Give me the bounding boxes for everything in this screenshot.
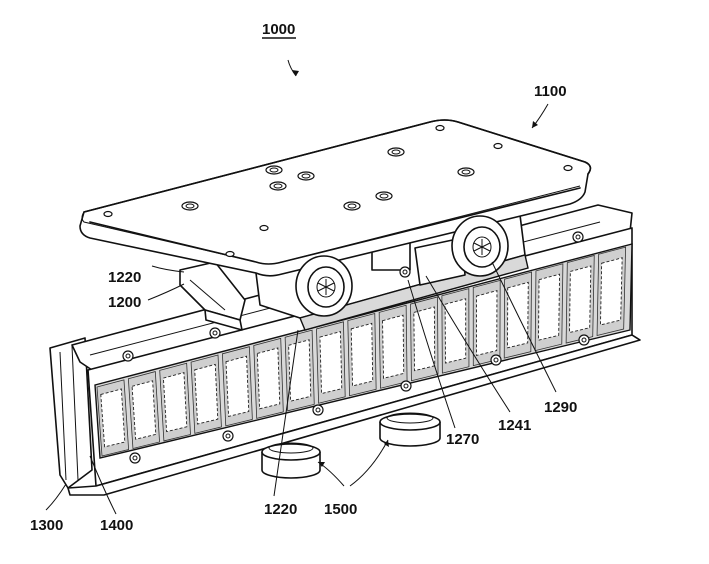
plate-hole (181, 201, 199, 211)
plate-hole-inner (461, 169, 471, 175)
screw (572, 231, 584, 243)
label-1300: 1300 (30, 517, 63, 534)
label-1100: 1100 (534, 83, 567, 100)
plate-hole (563, 164, 573, 172)
screw (129, 452, 141, 464)
cell-array (96, 246, 627, 457)
screw (122, 350, 134, 362)
callout-labels: 1000 1100 1220 1200 1220 1500 1270 1241 … (30, 21, 577, 534)
foot-left (261, 442, 321, 479)
plate-hole (225, 250, 235, 258)
screw-center (575, 234, 581, 240)
panel-cell-inner (475, 289, 498, 356)
label-1220-lower: 1220 (264, 501, 297, 518)
panel-cell-inner (569, 265, 592, 334)
screw (490, 354, 502, 366)
screw-center (403, 383, 409, 389)
label-1241: 1241 (498, 417, 531, 434)
panel-cell-inner (162, 372, 188, 433)
plate-hole-inner (185, 203, 195, 209)
screw (312, 404, 324, 416)
plate-hole (265, 165, 283, 175)
screw-center (212, 330, 218, 336)
panel-cell-inner (225, 355, 250, 417)
plate-hole-inner (273, 183, 283, 189)
label-1220-upper: 1220 (108, 269, 141, 286)
label-1000: 1000 (262, 21, 295, 38)
screw-center (225, 433, 231, 439)
panel-cell-inner (256, 347, 281, 410)
screw (222, 430, 234, 442)
wheel-right (451, 215, 509, 277)
panel-cell-inner (413, 306, 436, 372)
screw-center (125, 353, 131, 359)
plate-hole (435, 124, 445, 132)
plate-hole-inner (391, 149, 401, 155)
panel-cell-inner (600, 257, 623, 326)
plate-hole (343, 201, 361, 211)
top-plate (79, 119, 592, 277)
plate-hole-inner (347, 203, 357, 209)
plate-hole (259, 224, 269, 232)
label-1200: 1200 (108, 294, 141, 311)
panel-cell-inner (538, 273, 561, 341)
screw (578, 334, 590, 346)
screw-center (493, 357, 499, 363)
plate-hole (493, 142, 503, 150)
label-1290: 1290 (544, 399, 577, 416)
panel-cell-inner (319, 331, 343, 395)
label-1500: 1500 (324, 501, 357, 518)
panel-cell-inner (382, 314, 405, 379)
plate-hole (375, 191, 393, 201)
label-1400: 1400 (100, 517, 133, 534)
plate-hole (297, 171, 315, 181)
label-1270: 1270 (446, 431, 479, 448)
bracket (179, 261, 246, 331)
plate-hole (457, 167, 475, 177)
plate-holes (103, 124, 573, 258)
panel-cell-inner (350, 322, 374, 387)
leader-lines (45, 59, 557, 515)
screw-center (315, 407, 321, 413)
panel-cell-inner (131, 380, 157, 440)
wheel-left (295, 255, 353, 317)
plate-hole (103, 210, 113, 218)
plate-hole-inner (269, 167, 279, 173)
plate-hole-inner (379, 193, 389, 199)
screw (209, 327, 221, 339)
panel-cell-inner (444, 298, 467, 364)
panel-cell-inner (100, 388, 126, 448)
screw-center (581, 337, 587, 343)
screw (400, 380, 412, 392)
plate-hole (387, 147, 405, 157)
panel-cell-inner (194, 363, 219, 425)
plate-hole (269, 181, 287, 191)
foot-right (379, 412, 441, 447)
plate-hole-inner (301, 173, 311, 179)
screw-center (132, 455, 138, 461)
